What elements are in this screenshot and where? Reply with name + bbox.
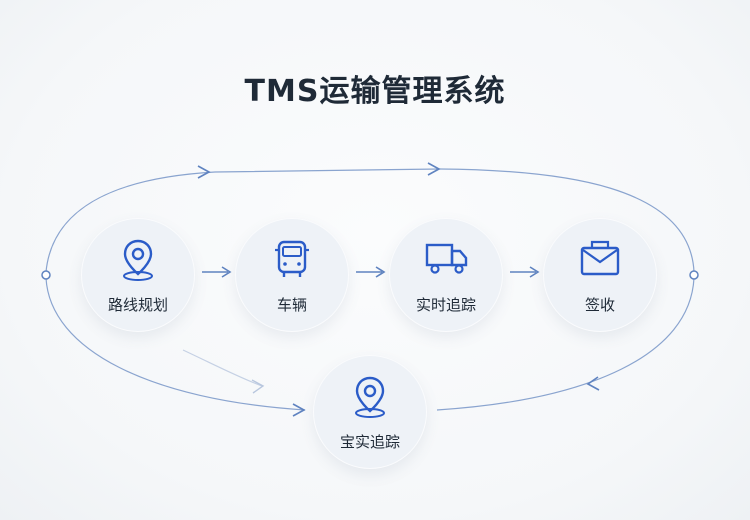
page-title: TMS运输管理系统 <box>244 74 506 109</box>
node-signoff: 签收 <box>543 218 657 332</box>
bus-icon <box>275 240 309 277</box>
node-label: 路线规划 <box>107 296 168 314</box>
location-pin-icon <box>123 239 153 281</box>
loop-bottom-left-arc <box>45 277 306 411</box>
node-label: 宝实追踪 <box>339 433 400 451</box>
node-label: 车辆 <box>276 296 307 314</box>
loop-start-dot <box>41 270 51 280</box>
loop-arrow-3 <box>292 403 306 417</box>
loop-bottom-right-arc <box>436 277 695 411</box>
truck-icon <box>425 243 468 274</box>
node-vehicle: 车辆 <box>235 218 349 332</box>
loop-arrow-4 <box>586 376 600 391</box>
node-baby-tracking: 宝实追踪 <box>313 355 427 469</box>
node-label: 签收 <box>584 296 615 314</box>
loop-arrow-1 <box>197 165 211 179</box>
node-route-planning: 路线规划 <box>81 218 195 332</box>
loop-end-dot <box>689 270 699 280</box>
envelope-icon <box>580 240 620 276</box>
node-label: 实时追踪 <box>415 296 476 314</box>
loop-arrow-2 <box>427 162 441 176</box>
location-pin-icon <box>355 376 385 418</box>
node-realtime-tracking: 实时追踪 <box>389 218 503 332</box>
faint-diagonal <box>182 349 263 387</box>
faint-arrow <box>251 379 265 394</box>
